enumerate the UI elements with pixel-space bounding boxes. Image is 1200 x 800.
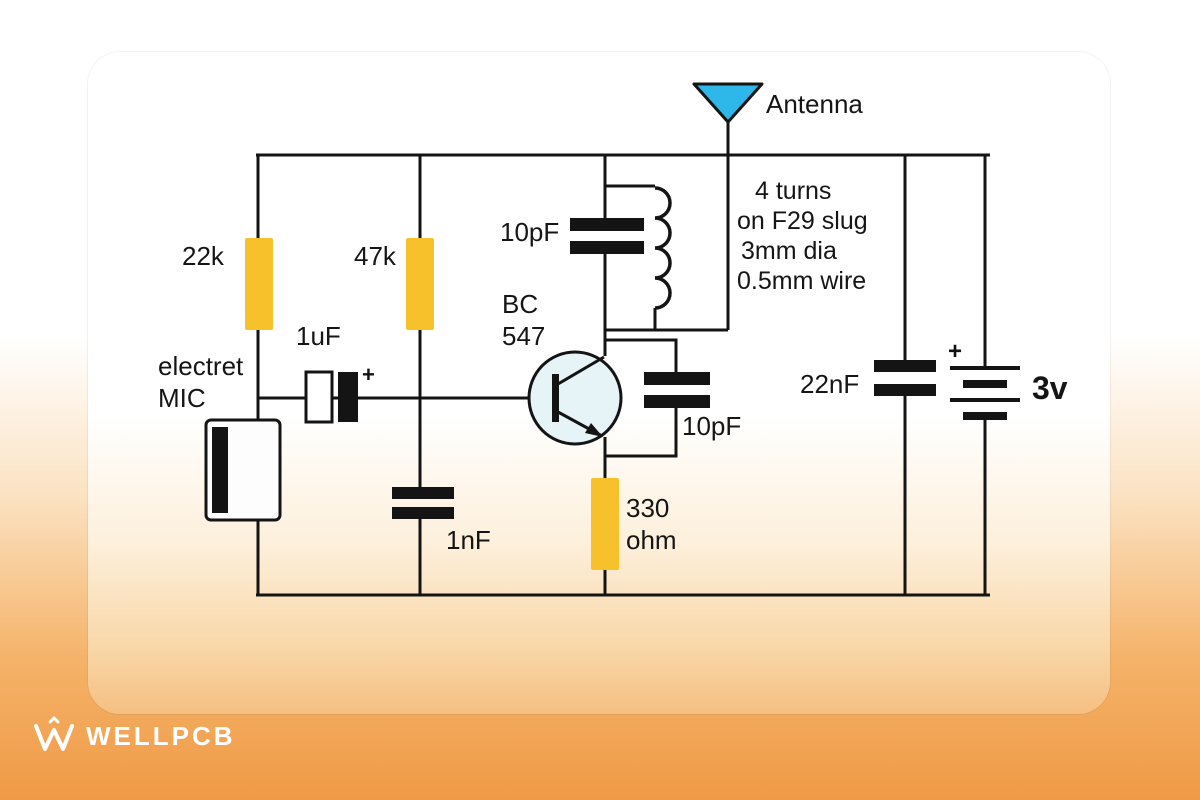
capacitor-1nf-plate-top <box>392 487 454 499</box>
capacitor-22nf-plate-bottom <box>874 384 936 396</box>
resistor-47k <box>406 238 434 330</box>
label-transistor-line1: BC <box>502 289 539 319</box>
battery-plate-short-2 <box>963 412 1007 420</box>
label-capacitor-22nf: 22nF <box>800 369 860 399</box>
coil-note-line3: 3mm dia <box>741 237 837 265</box>
capacitor-10pf-feedback-plate-top <box>644 372 710 385</box>
transistor-collector-lead <box>557 355 605 386</box>
wires <box>256 120 990 597</box>
battery-plate-long-1 <box>950 366 1020 370</box>
label-resistor-47k: 47k <box>354 241 396 271</box>
electret-mic-plate <box>212 427 228 513</box>
battery-plate-long-2 <box>950 398 1020 402</box>
capacitor-1nf-plate-bottom <box>392 507 454 519</box>
capacitor-10pf-tank-plate-top <box>570 218 644 231</box>
capacitor-10pf-tank-plate-bottom <box>570 241 644 254</box>
label-330-line2: ohm <box>626 525 677 555</box>
capacitor-22nf-plate-top <box>874 360 936 372</box>
capacitor-10pf-feedback-plate-bottom <box>644 395 710 408</box>
battery-plate-short-1 <box>963 380 1007 388</box>
inductor-coil <box>654 186 672 310</box>
resistor-330ohm <box>591 478 619 570</box>
label-coil-note: 4 turns on F29 slug 3mm dia 0.5mm wire <box>737 176 868 296</box>
label-capacitor-10pf-tank: 10pF <box>500 217 560 247</box>
capacitor-1uf-plate-black <box>338 372 358 422</box>
label-capacitor-10pf-feedback: 10pF <box>682 411 742 441</box>
label-battery-voltage: 3v <box>1032 370 1068 406</box>
label-capacitor-1uf: 1uF <box>296 321 341 351</box>
transistor-base-bar <box>552 374 559 422</box>
transistor-emitter-arrow <box>585 423 603 437</box>
coil-note-line1: 4 turns <box>755 177 832 205</box>
wellpcb-logo-text: WELLPCB <box>86 720 236 751</box>
label-transistor-line2: 547 <box>502 321 546 351</box>
label-330-line1: 330 <box>626 493 670 523</box>
label-electret-line1: electret <box>158 351 244 381</box>
transistor-bc547-body <box>527 350 623 446</box>
coil-note-line2: on F29 slug <box>737 207 868 235</box>
label-resistor-330ohm: 330 ohm <box>626 492 677 556</box>
resistor-22k <box>245 238 273 330</box>
wellpcb-logo-icon <box>34 716 74 751</box>
capacitor-1uf-plate-white <box>304 370 334 424</box>
label-antenna: Antenna <box>766 89 863 119</box>
antenna-icon <box>692 82 764 124</box>
label-1uf-polarity-plus: + <box>362 362 375 387</box>
wire-feedback-cap <box>605 338 678 458</box>
wellpcb-logo: WELLPCB <box>32 716 236 756</box>
label-transistor-bc547: BC 547 <box>502 288 545 352</box>
label-electret-mic: electret MIC <box>158 350 243 414</box>
label-resistor-22k: 22k <box>182 241 224 271</box>
label-electret-line2: MIC <box>158 383 206 413</box>
coil-note-line4: 0.5mm wire <box>737 267 867 295</box>
label-capacitor-1nf: 1nF <box>446 525 491 555</box>
label-battery-plus: + <box>948 338 963 365</box>
